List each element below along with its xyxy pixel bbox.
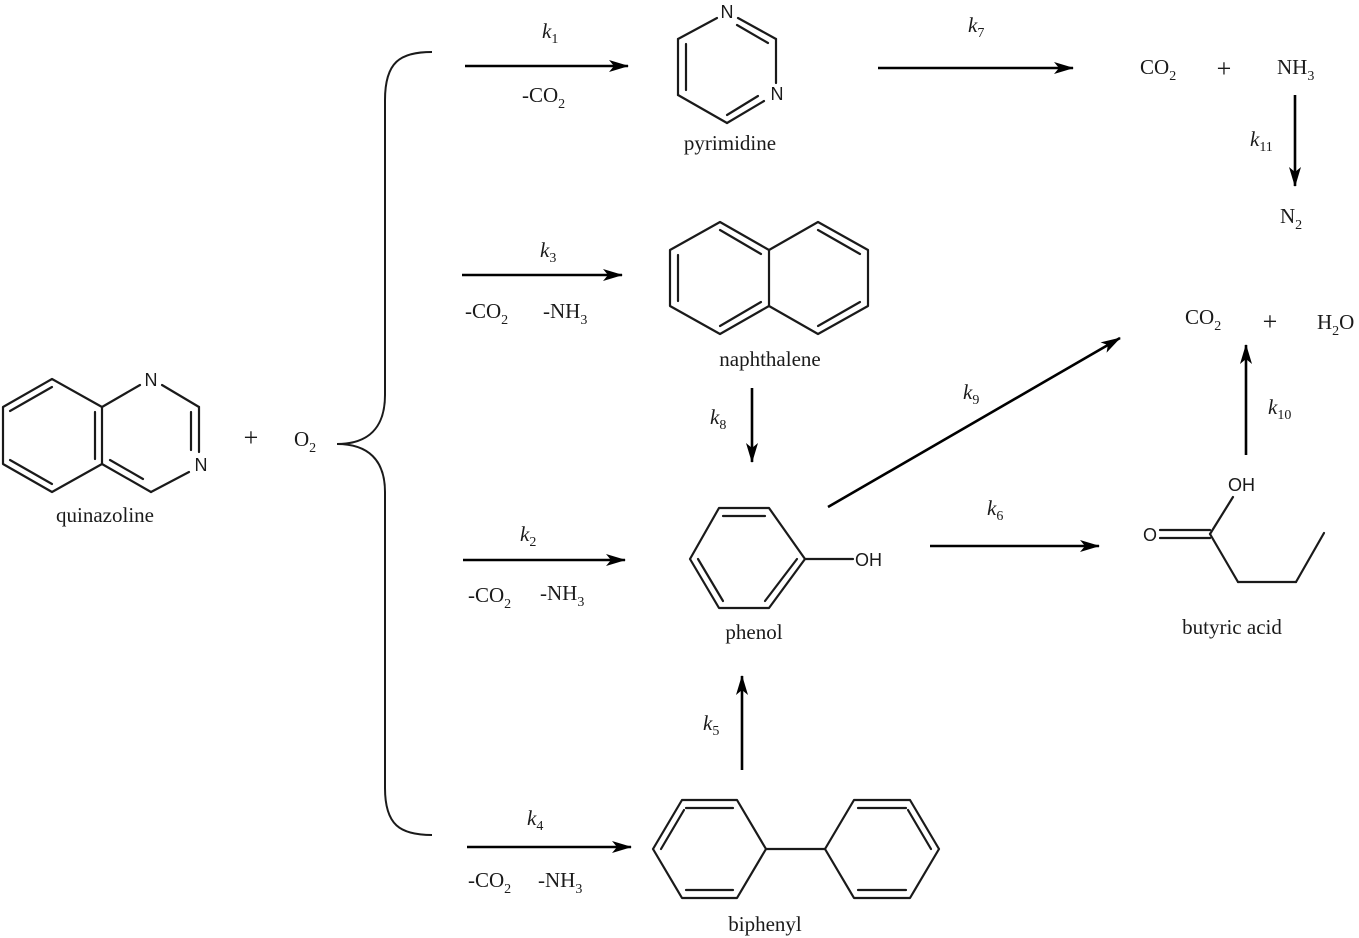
oxygen-formula: O2 [294, 427, 316, 456]
rate-label-k8: k8 [710, 405, 726, 433]
rate-label-k4: k4 [527, 806, 543, 834]
byproduct-nh3-k2: -NH3 [540, 581, 584, 610]
phenol-label: phenol [725, 620, 782, 644]
arrow-k9 [827, 336, 1121, 509]
branching-brace [336, 51, 433, 836]
butyric-acid-structure [1158, 495, 1326, 584]
product-h2o: H2O [1317, 310, 1354, 339]
pyrimidine-structure [676, 16, 778, 125]
naphthalene-structure [668, 220, 870, 336]
rate-label-k9: k9 [963, 380, 979, 408]
quinazoline-n1-label: N [145, 370, 158, 390]
rate-label-k5: k5 [703, 711, 719, 739]
product-co2-top: CO2 [1140, 55, 1176, 84]
rate-label-k10: k10 [1268, 395, 1291, 423]
pyrimidine-n1-label: N [721, 2, 734, 22]
product-co2-mid: CO2 [1185, 305, 1221, 334]
biphenyl-label: biphenyl [728, 912, 802, 936]
byproduct-co2-k1: -CO2 [522, 83, 565, 112]
quinazoline-n3-label: N [195, 455, 208, 475]
product-plus-mid: + [1263, 307, 1278, 336]
butyric-acid-oh-label: OH [1228, 475, 1255, 495]
rate-label-k11: k11 [1250, 127, 1273, 155]
phenol-oh-label: OH [855, 550, 882, 570]
rate-label-k2: k2 [520, 522, 536, 550]
product-nh3: NH3 [1277, 55, 1314, 84]
byproduct-nh3-k3: -NH3 [543, 299, 587, 328]
rate-label-k7: k7 [968, 13, 984, 41]
byproduct-co2-k2: -CO2 [468, 583, 511, 612]
pyrimidine-n3-label: N [771, 84, 784, 104]
byproduct-co2-k4: -CO2 [468, 868, 511, 897]
byproduct-nh3-k4: -NH3 [538, 868, 582, 897]
butyric-acid-o-label: O [1143, 525, 1157, 545]
rate-label-k3: k3 [540, 238, 556, 266]
rate-label-k1: k1 [542, 19, 558, 47]
product-n2: N2 [1280, 204, 1302, 233]
rate-label-k6: k6 [987, 496, 1003, 524]
reactant-plus-sign: + [244, 423, 259, 452]
biphenyl-structure [651, 798, 941, 900]
oxygen-subscript: 2 [309, 441, 316, 456]
oxygen-symbol: O [294, 427, 309, 451]
phenol-structure [688, 506, 855, 610]
quinazoline-structure [1, 377, 201, 494]
byproduct-co2-k3: -CO2 [465, 299, 508, 328]
product-plus-top: + [1217, 54, 1232, 83]
quinazoline-label: quinazoline [56, 503, 154, 527]
pyrimidine-label: pyrimidine [684, 131, 776, 155]
naphthalene-label: naphthalene [719, 347, 820, 371]
butyric-acid-label: butyric acid [1182, 615, 1282, 639]
